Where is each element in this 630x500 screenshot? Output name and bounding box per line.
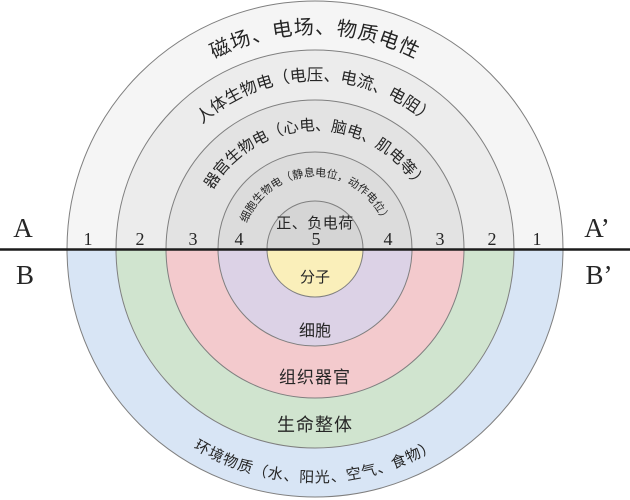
axis-label-b-prime: B’ <box>586 260 613 290</box>
axis-label-a: A <box>13 213 33 243</box>
scale-number-left-1: 1 <box>84 229 93 249</box>
scale-number-left-2: 2 <box>136 229 145 249</box>
bottom-hemisphere <box>66 249 564 498</box>
scale-number-right-3: 3 <box>436 229 445 249</box>
molecule-label: 分子 <box>300 269 330 286</box>
bottom-ring-5-molecule <box>266 249 364 298</box>
charge-label: 正、负电荷 <box>276 215 354 232</box>
scale-number-left-4: 4 <box>235 229 244 249</box>
top-hemisphere <box>66 0 564 250</box>
scale-number-right-4: 4 <box>384 229 393 249</box>
axis-label-b: B <box>16 260 34 290</box>
bottom-ring-4-cell <box>217 249 413 347</box>
axis-label-a-prime: A’ <box>584 213 610 243</box>
scale-number-right-1: 1 <box>533 229 542 249</box>
cell-label: 细胞 <box>299 322 331 340</box>
life-whole-label: 生命整体 <box>277 415 353 435</box>
scale-number-right-2: 2 <box>488 229 497 249</box>
scale-number-center-5: 5 <box>312 229 321 249</box>
scale-number-left-3: 3 <box>189 229 198 249</box>
tissue-organ-label: 组织器官 <box>279 368 351 387</box>
